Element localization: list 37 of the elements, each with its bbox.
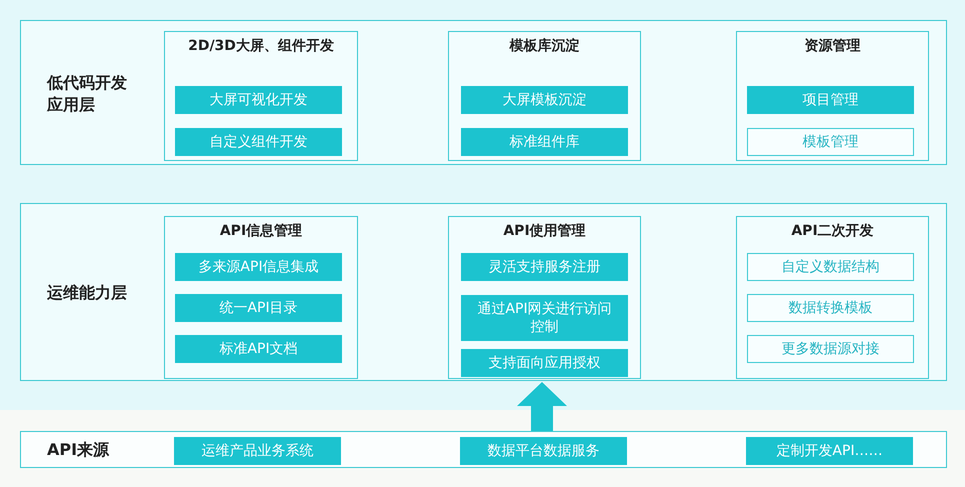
module-box: 统一API目录 xyxy=(175,294,342,322)
group-title: 2D/3D大屏、组件开发 xyxy=(187,38,335,55)
module-box: 模板管理 xyxy=(747,128,914,156)
group-panel xyxy=(164,31,358,161)
module-box: 运维产品业务系统 xyxy=(174,437,341,465)
module-box: 更多数据源对接 xyxy=(747,335,914,363)
module-box: 自定义数据结构 xyxy=(747,253,914,281)
group-panel xyxy=(448,31,641,161)
module-box: 多来源API信息集成 xyxy=(175,253,342,281)
module-box: 灵活支持服务注册 xyxy=(461,253,628,281)
group-title: API信息管理 xyxy=(218,223,304,240)
group-panel xyxy=(448,216,641,379)
group-panel xyxy=(164,216,358,379)
module-box: 支持面向应用授权 xyxy=(461,349,628,377)
module-box: 项目管理 xyxy=(747,86,914,114)
module-box: 数据转换模板 xyxy=(747,294,914,322)
layer-title: 运维能力层 xyxy=(47,282,128,304)
module-box: 标准组件库 xyxy=(461,128,628,156)
group-panel xyxy=(736,31,929,161)
group-panel xyxy=(736,216,929,379)
layer-panel xyxy=(20,203,947,381)
module-box: 标准API文档 xyxy=(175,335,342,363)
module-box: 通过API网关进行访问控制 xyxy=(461,295,628,341)
module-box: 定制开发API…… xyxy=(746,437,913,465)
module-box: 大屏模板沉淀 xyxy=(461,86,628,114)
group-title: API使用管理 xyxy=(502,223,587,240)
layer-title: 低代码开发应用层 xyxy=(47,72,128,116)
group-title: API二次开发 xyxy=(790,223,875,240)
layer-panel xyxy=(20,431,947,468)
module-box: 自定义组件开发 xyxy=(175,128,342,156)
layer-panel xyxy=(20,20,947,165)
layer-title: API来源 xyxy=(47,439,110,461)
module-box: 数据平台数据服务 xyxy=(460,437,627,465)
module-box: 大屏可视化开发 xyxy=(175,86,342,114)
group-title: 资源管理 xyxy=(804,38,862,55)
arrow xyxy=(517,382,567,431)
group-title: 模板库沉淀 xyxy=(508,38,580,55)
